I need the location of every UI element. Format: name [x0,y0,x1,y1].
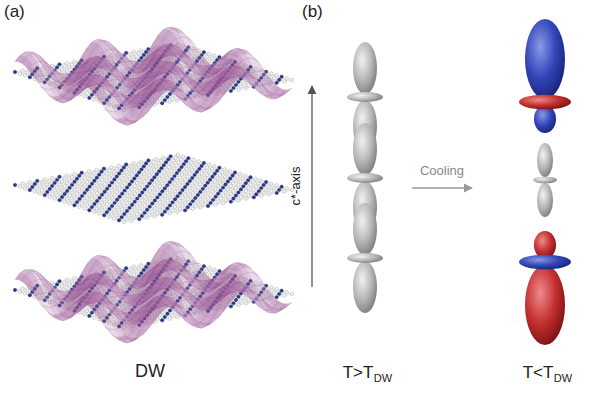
figure-stage: (a)(b)DWc*-axisCoolingT>TDWT<TDW [0,0,597,395]
